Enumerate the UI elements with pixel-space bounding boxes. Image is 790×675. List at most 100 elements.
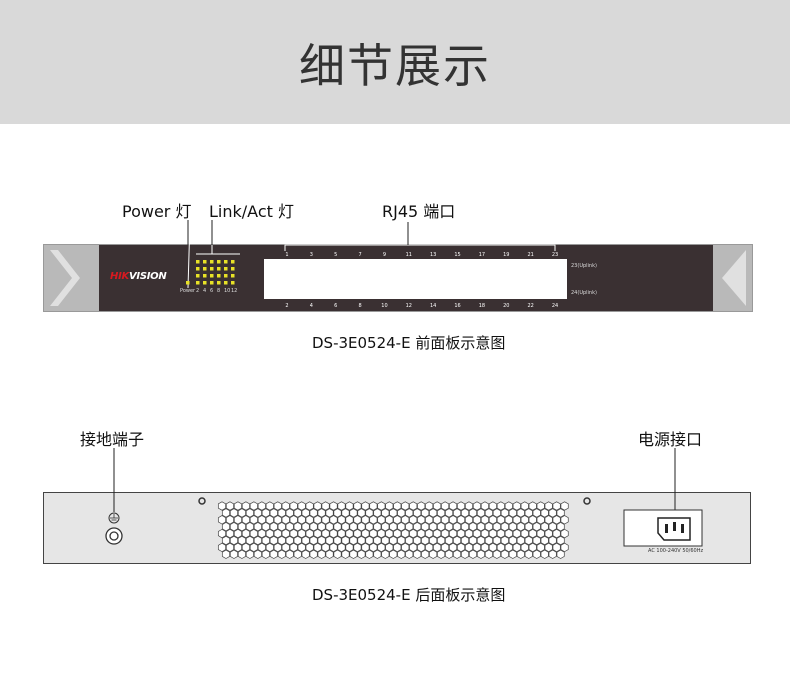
vent-hole — [385, 528, 394, 539]
vent-hole — [413, 535, 422, 546]
vent-hole — [460, 508, 470, 518]
vent-hole — [532, 522, 541, 532]
vent-hole — [321, 515, 330, 525]
vent-hole — [504, 501, 513, 511]
vent-hole — [293, 522, 302, 532]
port-number-top: 5 — [334, 252, 337, 258]
vent-hole — [560, 528, 569, 539]
vent-hole — [520, 515, 529, 525]
vent-hole — [516, 549, 525, 559]
vent-hole — [385, 501, 394, 511]
vent-hole — [457, 528, 466, 539]
vent-hole — [237, 522, 246, 532]
vent-hole — [520, 528, 529, 539]
link-act-led — [196, 281, 200, 285]
vent-hole — [552, 542, 561, 553]
vent-hole — [421, 549, 430, 559]
vent-hole — [225, 515, 234, 525]
vent-hole — [229, 522, 238, 532]
link-act-led-label: Link/Act 灯 — [209, 202, 294, 221]
vent-hole — [556, 522, 565, 532]
link-act-led — [231, 274, 235, 278]
vent-hole — [528, 515, 537, 525]
vent-hole — [289, 528, 298, 539]
vent-hole — [313, 501, 322, 511]
vent-hole — [261, 522, 270, 532]
vent-hole — [377, 528, 386, 539]
vent-hole — [536, 501, 545, 511]
vent-hole — [217, 501, 227, 511]
vent-hole — [349, 508, 358, 518]
vent-hole — [472, 515, 481, 525]
vent-hole — [409, 515, 418, 525]
vent-hole — [329, 501, 338, 511]
vent-hole — [353, 515, 362, 525]
vent-hole — [249, 528, 258, 539]
link-act-led — [224, 274, 228, 278]
led-label: 2 — [196, 288, 199, 294]
brand-logo: HIKVISION — [110, 271, 167, 282]
vent-hole — [309, 508, 318, 518]
vent-hole — [421, 522, 430, 532]
vent-hole — [544, 528, 553, 539]
vent-hole — [528, 528, 537, 539]
vent-hole — [516, 535, 525, 546]
vent-hole — [241, 528, 250, 539]
port-number-bottom: 6 — [334, 303, 337, 309]
vent-hole — [457, 542, 466, 553]
screw-left-icon — [198, 497, 206, 505]
vent-hole — [401, 542, 410, 553]
vent-hole — [417, 528, 426, 539]
vent-hole — [540, 535, 549, 546]
ground-screw-icon — [105, 527, 123, 545]
vent-hole — [277, 522, 286, 532]
vent-hole — [365, 508, 374, 518]
vent-hole — [409, 542, 418, 553]
vent-hole — [365, 549, 374, 559]
port-number-bottom: 18 — [479, 303, 485, 309]
brand-logo-white: VISION — [128, 271, 167, 282]
vent-hole — [293, 535, 302, 546]
link-act-led — [196, 260, 200, 264]
vent-hole — [429, 508, 438, 518]
vent-hole — [225, 501, 234, 511]
vent-hole — [221, 522, 230, 532]
vent-hole — [460, 549, 470, 559]
vent-hole — [289, 542, 298, 553]
vent-hole — [441, 542, 450, 553]
vent-hole — [468, 535, 477, 546]
vent-hole — [325, 522, 334, 532]
vent-hole — [429, 535, 438, 546]
vent-hole — [325, 508, 334, 518]
vent-hole — [337, 501, 346, 511]
vent-hole — [496, 501, 505, 511]
port-number-top: 9 — [383, 252, 386, 258]
vent-hole — [349, 549, 358, 559]
power-leader-line — [187, 219, 191, 289]
vent-hole — [305, 542, 314, 553]
led-label: 4 — [203, 288, 206, 294]
vent-hole — [476, 535, 485, 546]
vent-hole — [269, 508, 278, 518]
port-number-top: 1 — [285, 252, 288, 258]
vent-hole — [492, 522, 501, 532]
vent-hole — [421, 535, 430, 546]
vent-hole — [556, 549, 565, 559]
link-act-led — [203, 281, 207, 285]
vent-hole — [389, 508, 398, 518]
vent-hole — [329, 515, 338, 525]
vent-hole — [249, 501, 258, 511]
vent-hole — [441, 528, 450, 539]
vent-hole — [313, 515, 322, 525]
vent-hole — [429, 549, 438, 559]
vent-hole — [261, 535, 270, 546]
led-label: 12 — [231, 288, 237, 294]
vent-hole — [257, 542, 266, 553]
vent-hole — [217, 528, 227, 539]
vent-hole — [480, 515, 489, 525]
vent-hole — [317, 522, 326, 532]
link-act-led — [217, 260, 221, 264]
vent-hole — [273, 515, 282, 525]
vent-hole — [353, 501, 362, 511]
link-act-led — [231, 260, 235, 264]
